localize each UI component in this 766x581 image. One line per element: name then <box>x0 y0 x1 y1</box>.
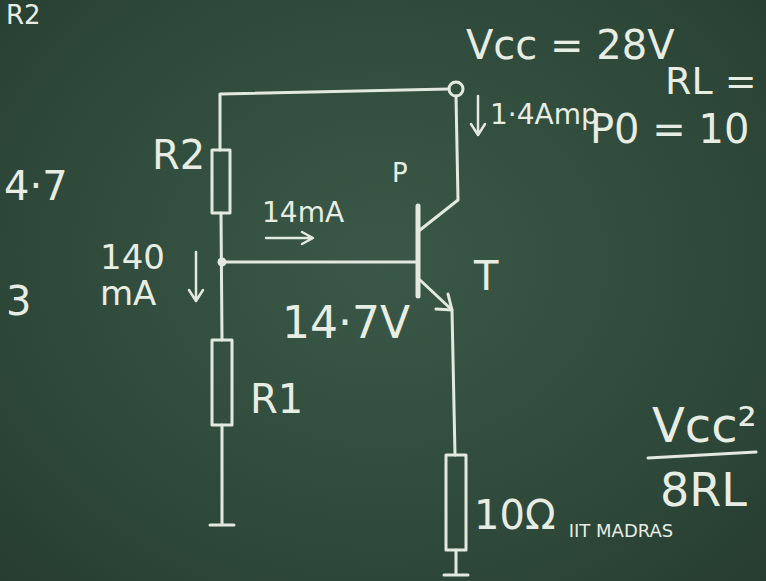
resistor-symbol <box>446 455 466 550</box>
supply-voltage: Vcc = 28V <box>466 24 675 66</box>
supply-wire <box>220 89 449 150</box>
current-value: 140 mA <box>100 240 174 311</box>
formula-numerator: Vcc² <box>652 400 757 450</box>
resistor-symbol <box>212 340 232 425</box>
value-note: 4·7 <box>4 165 68 207</box>
watermark: IIT MADRAS <box>566 522 676 541</box>
load-note: RL = <box>665 62 757 102</box>
power-formula: P0 = 10 <box>590 108 749 150</box>
fraction-bar <box>648 452 756 458</box>
voltage-value: 14·7V <box>282 300 410 346</box>
ground-wire <box>444 550 468 575</box>
transistor-base <box>416 206 421 296</box>
resistor-name: R2 <box>152 134 205 176</box>
formula-denominator: 8RL <box>660 466 747 514</box>
collector-wire <box>420 96 458 230</box>
current-arrow <box>189 252 203 301</box>
transistor-name: T <box>474 255 498 297</box>
divider-wire <box>221 213 222 340</box>
resistor-name: R2 <box>6 2 41 29</box>
current-value: 14mA <box>262 198 344 227</box>
ground-wire <box>210 425 234 525</box>
current-value: 1·4Amp <box>490 100 599 129</box>
value-note: 3 <box>6 280 31 322</box>
terminal-mark: P <box>392 160 408 187</box>
current-arrow <box>471 96 485 135</box>
junction-dot <box>219 259 225 265</box>
emitter-arrow <box>436 294 452 310</box>
resistor-name: R1 <box>250 378 303 420</box>
resistor-symbol <box>212 150 230 213</box>
current-arrow <box>266 232 313 244</box>
emitter-wire <box>420 280 455 455</box>
supply-terminal <box>449 82 463 96</box>
resistor-value: 10Ω <box>474 494 555 536</box>
base-wire <box>222 261 418 264</box>
